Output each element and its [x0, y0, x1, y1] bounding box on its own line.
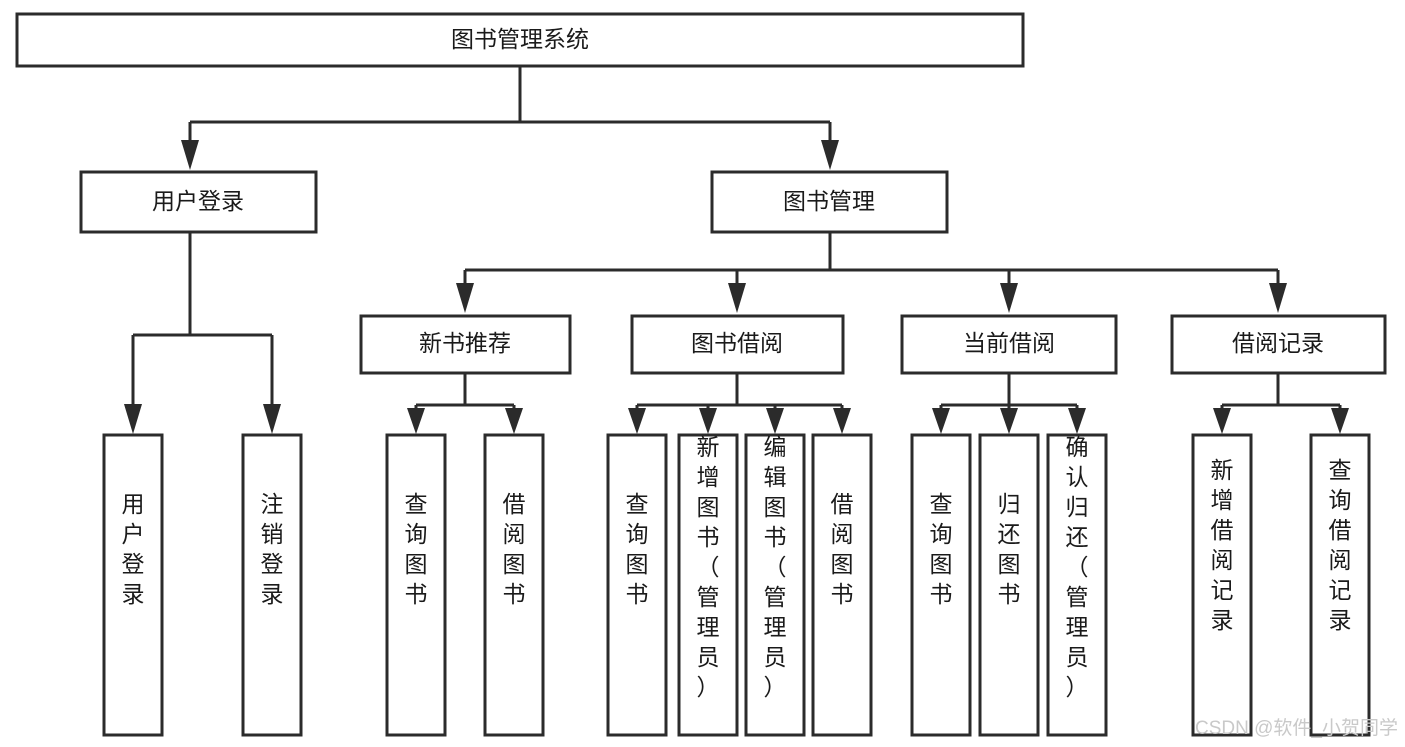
leaf-node-newbook-borrow[interactable]: 借阅图书: [483, 433, 545, 737]
leaf-label-bookborrow-edit: 编辑图书（管理员）: [764, 434, 787, 700]
leaf-box-currentborrow-return: [978, 433, 1040, 737]
arrow-head-newbook: [456, 283, 474, 313]
connector-group-borrowrecords: [1213, 373, 1349, 434]
connector-group-currentborrow: [932, 373, 1086, 434]
leaf-node-user-login-logout[interactable]: 注销登录: [241, 433, 303, 737]
connector-group-userlogin: [124, 232, 281, 434]
leaf-node-bookborrow-query[interactable]: 查询图书: [606, 433, 668, 737]
arrow-head-leaf-bookborrow-1: [628, 408, 646, 434]
node-book-borrow[interactable]: 图书借阅: [630, 314, 845, 375]
leaf-box-borrowrecords-add: [1191, 433, 1253, 737]
arrow-head-currentborrow: [1000, 283, 1018, 313]
leaf-node-bookborrow-borrow[interactable]: 借阅图书: [811, 433, 873, 737]
node-user-login-label: 用户登录: [152, 188, 244, 214]
leaf-label-bookborrow-add: 新增图书（管理员）: [697, 434, 720, 700]
arrow-head-leaf-bookborrow-2: [699, 408, 717, 434]
leaf-node-borrowrecords-add[interactable]: 新增借阅记录: [1191, 433, 1253, 737]
node-borrow-records-box: [1170, 314, 1387, 375]
arrow-head-leaf-borrowrecords-2: [1331, 408, 1349, 434]
node-user-login[interactable]: 用户登录: [79, 170, 318, 234]
node-root-book-management-system[interactable]: 图书管理系统: [15, 12, 1025, 68]
leaf-box-newbook-borrow: [483, 433, 545, 737]
node-book-borrow-label: 图书借阅: [691, 330, 783, 356]
connector-group-bookborrow: [628, 373, 851, 434]
arrow-head-userlogin: [181, 140, 199, 170]
node-current-borrow-box: [900, 314, 1118, 375]
leaf-box-bookborrow-add: [677, 433, 739, 737]
node-current-borrow[interactable]: 当前借阅: [900, 314, 1118, 375]
connector-group-root: [181, 66, 839, 170]
node-new-book-recommend[interactable]: 新书推荐: [359, 314, 572, 375]
node-borrow-records[interactable]: 借阅记录: [1170, 314, 1387, 375]
leaf-label-user-login-login: 用户登录: [122, 491, 145, 607]
node-borrow-records-label: 借阅记录: [1232, 330, 1324, 356]
leaf-node-currentborrow-query[interactable]: 查询图书: [910, 433, 972, 737]
leaf-label-user-login-logout: 注销登录: [261, 491, 284, 607]
leaf-node-currentborrow-return[interactable]: 归还图书: [978, 433, 1040, 737]
leaf-box-user-login-logout: [241, 433, 303, 737]
node-current-borrow-label: 当前借阅: [963, 330, 1055, 356]
arrow-head-leaf-currentborrow-2: [1000, 408, 1018, 434]
leaf-node-newbook-query[interactable]: 查询图书: [385, 433, 447, 737]
leaf-node-borrowrecords-query[interactable]: 查询借阅记录: [1309, 433, 1371, 737]
arrow-head-leaf-currentborrow-1: [932, 408, 950, 434]
node-book-management-box: [710, 170, 949, 234]
leaf-label-currentborrow-confirm: 确认归还（管理员）: [1066, 434, 1089, 700]
arrow-head-leaf-newbook-1: [407, 408, 425, 434]
arrow-head-leaf-newbook-2: [505, 408, 523, 434]
arrow-head-leaf-user-login-1: [124, 404, 142, 434]
leaf-box-newbook-query: [385, 433, 447, 737]
arrow-head-leaf-borrowrecords-1: [1213, 408, 1231, 434]
leaf-box-bookborrow-borrow: [811, 433, 873, 737]
leaf-label-bookborrow-borrow: 借阅图书: [831, 491, 854, 607]
arrow-head-leaf-user-login-2: [263, 404, 281, 434]
leaf-label-newbook-borrow: 借阅图书: [503, 491, 526, 607]
leaf-node-user-login-login[interactable]: 用户登录: [102, 433, 164, 737]
leaf-label-borrowrecords-query: 查询借阅记录: [1329, 457, 1352, 633]
leaf-label-bookborrow-query: 查询图书: [626, 491, 649, 607]
leaf-box-borrowrecords-query: [1309, 433, 1371, 737]
leaf-box-currentborrow-confirm: [1046, 433, 1108, 737]
leaf-label-borrowrecords-add: 新增借阅记录: [1211, 457, 1234, 633]
leaf-node-bookborrow-add[interactable]: 新增图书（管理员）: [677, 433, 739, 737]
leaf-label-currentborrow-return: 归还图书: [998, 491, 1021, 607]
leaf-label-currentborrow-query: 查询图书: [930, 491, 953, 607]
csdn-watermark: CSDN @软件_小贺同学: [1195, 717, 1398, 739]
connector-group-newbook: [407, 373, 523, 434]
leaf-label-newbook-query: 查询图书: [405, 491, 428, 607]
leaf-box-currentborrow-query: [910, 433, 972, 737]
leaf-node-currentborrow-confirm[interactable]: 确认归还（管理员）: [1046, 433, 1108, 737]
leaf-node-bookborrow-edit[interactable]: 编辑图书（管理员）: [744, 433, 806, 737]
node-book-borrow-box: [630, 314, 845, 375]
leaf-box-bookborrow-edit: [744, 433, 806, 737]
arrow-head-bookborrow: [728, 283, 746, 313]
node-new-book-recommend-label: 新书推荐: [419, 330, 511, 356]
node-book-management-label: 图书管理: [783, 188, 875, 214]
leaf-box-bookborrow-query: [606, 433, 668, 737]
leaf-box-user-login-login: [102, 433, 164, 737]
arrow-head-leaf-currentborrow-3: [1068, 408, 1086, 434]
node-root-box: [15, 12, 1025, 68]
connector-group-bookmgmt: [456, 232, 1287, 313]
arrow-head-bookmgmt: [821, 140, 839, 170]
node-user-login-box: [79, 170, 318, 234]
arrow-head-leaf-bookborrow-4: [833, 408, 851, 434]
arrow-head-leaf-bookborrow-3: [766, 408, 784, 434]
node-root-label: 图书管理系统: [451, 26, 589, 52]
node-new-book-recommend-box: [359, 314, 572, 375]
node-book-management[interactable]: 图书管理: [710, 170, 949, 234]
arrow-head-borrowrecords: [1269, 283, 1287, 313]
